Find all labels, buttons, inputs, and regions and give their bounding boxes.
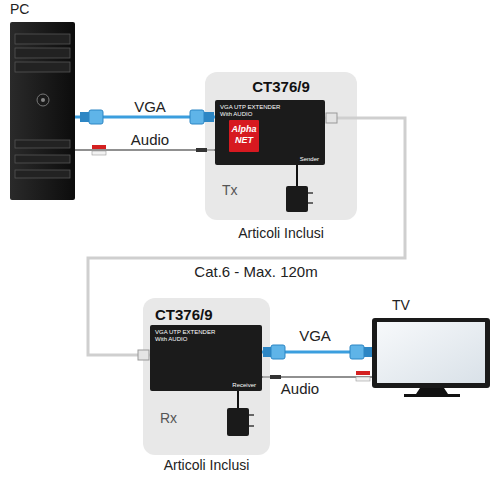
vga-boot xyxy=(364,347,372,357)
front-slot xyxy=(15,170,70,178)
pc-tower: PC xyxy=(10,22,75,200)
adapter-pin xyxy=(249,425,254,427)
device-role: Sender xyxy=(300,156,319,162)
cable-connector xyxy=(75,116,215,119)
audio-plugs xyxy=(92,145,370,381)
adapter-pin xyxy=(249,414,254,416)
adapter-pin xyxy=(308,202,313,204)
cable-connector xyxy=(75,149,215,150)
unit-role: Rx xyxy=(160,410,177,426)
drive-bay xyxy=(15,62,70,72)
device-role: Receiver xyxy=(232,382,256,388)
jack-tip xyxy=(263,376,270,378)
tv-frame xyxy=(372,318,490,388)
tv-drawing xyxy=(372,318,490,397)
drive-bay xyxy=(15,34,70,44)
cable-label: Audio xyxy=(131,131,169,148)
unit-role: Tx xyxy=(222,182,238,198)
rca-plug-red xyxy=(92,145,106,149)
jack-tip xyxy=(207,149,214,151)
vga-plug xyxy=(271,345,285,359)
jack-plug xyxy=(270,375,281,379)
rca-plug-white xyxy=(92,151,106,155)
vga-boot xyxy=(263,347,271,357)
package-note: Articoli Inclusi xyxy=(133,457,280,473)
vga-boot xyxy=(80,112,89,122)
power-cable xyxy=(296,165,298,186)
cable-connector xyxy=(262,376,372,377)
package-panel: CT376/9RxArticoli InclusiVGA UTP EXTENDE… xyxy=(143,298,270,455)
model-title: CT376/9 xyxy=(205,78,357,95)
cable-connector xyxy=(262,351,372,354)
vga-plug xyxy=(190,110,204,124)
package-panel: CT376/9TxArticoli InclusiVGA UTP EXTENDE… xyxy=(205,72,357,220)
drive-bay xyxy=(15,48,70,58)
rj45-plug xyxy=(138,350,149,360)
device-label: VGA UTP EXTENDER With AUDIO xyxy=(155,329,227,343)
tv-screen-area xyxy=(377,322,485,383)
brand-logo: Alpha NET xyxy=(229,120,259,152)
front-slot xyxy=(15,140,70,148)
front-slot xyxy=(15,155,70,163)
package-note: Articoli Inclusi xyxy=(195,225,367,241)
extender-device: VGA UTP EXTENDER With AUDIO Receiver xyxy=(150,325,262,391)
power-adapter xyxy=(227,408,249,436)
vga-plugs xyxy=(80,110,372,359)
vga-plug xyxy=(89,110,103,124)
vga-boot xyxy=(204,112,214,122)
cable-connector xyxy=(88,118,405,355)
device-label: VGA UTP EXTENDER With AUDIO xyxy=(220,104,292,118)
power-led xyxy=(41,98,45,102)
power-adapter xyxy=(286,186,308,212)
vga-plug xyxy=(350,345,364,359)
tv-base xyxy=(404,394,460,397)
brand-text: Alpha NET xyxy=(229,124,259,146)
device-name: PC xyxy=(10,1,29,17)
model-title: CT376/9 xyxy=(155,306,213,323)
power-button xyxy=(37,94,49,106)
cable-label: Cat.6 - Max. 120m xyxy=(194,263,317,280)
cable-label: VGA xyxy=(299,327,331,344)
power-cable xyxy=(237,391,239,408)
jack-plug xyxy=(196,148,207,152)
rj45-plugs xyxy=(138,113,337,360)
cable-label: Audio xyxy=(281,380,319,397)
pc-tower-drawing xyxy=(10,22,75,200)
pc-body xyxy=(10,22,75,200)
tv-stand xyxy=(416,388,448,394)
rj45-plug xyxy=(326,113,337,123)
rca-plug-white xyxy=(356,377,370,381)
adapter-pin xyxy=(308,192,313,194)
cable-label: VGA xyxy=(134,98,166,115)
extender-device: VGA UTP EXTENDER With AUDIO Sender Alpha N… xyxy=(215,100,325,165)
device-name: TV xyxy=(392,297,410,313)
rca-plug-red xyxy=(356,371,370,375)
tv-screen: TV xyxy=(372,318,490,388)
